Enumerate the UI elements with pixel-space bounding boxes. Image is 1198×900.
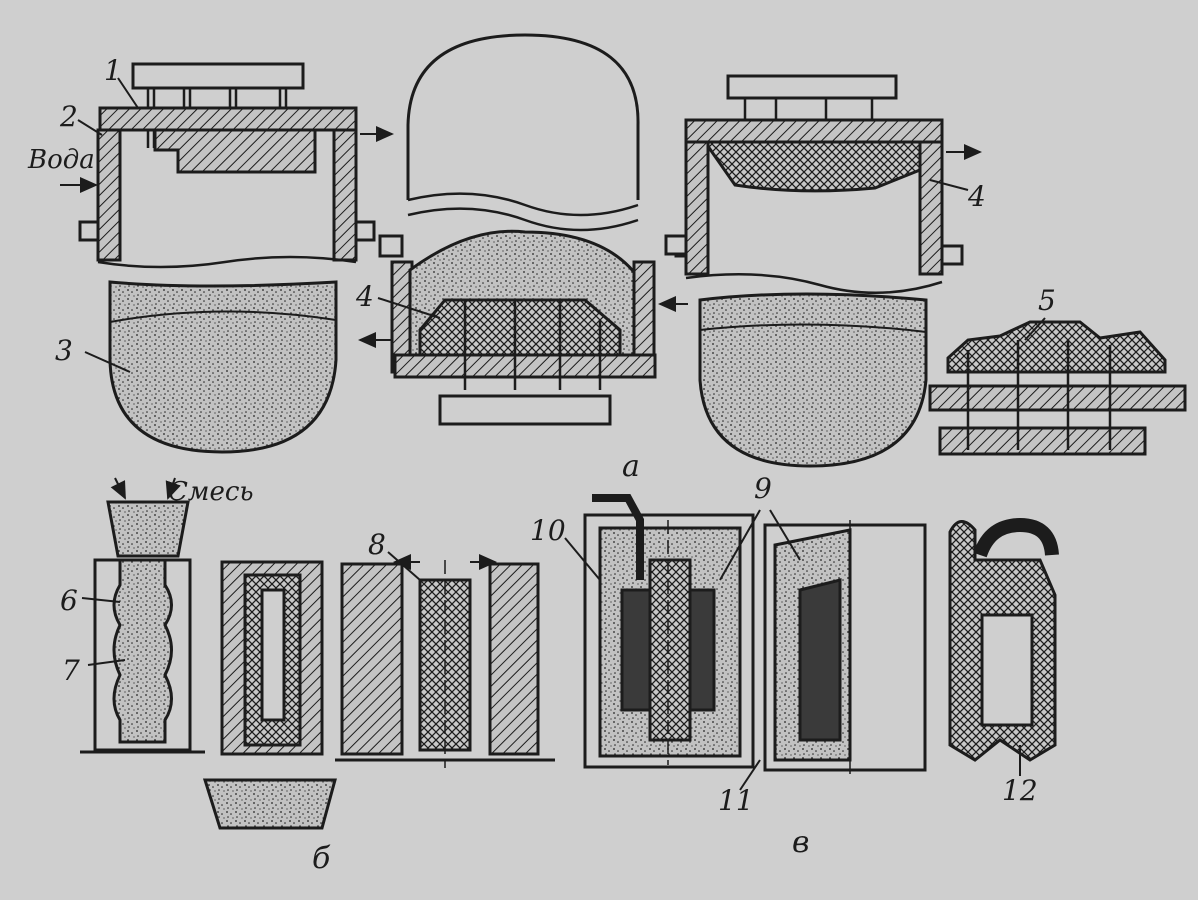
label-1: 1 <box>104 54 122 87</box>
pattern-plate <box>131 62 305 90</box>
label-7: 7 <box>62 654 80 687</box>
label-9: 9 <box>754 472 772 505</box>
box-wall-right <box>332 128 358 262</box>
label-12: 12 <box>1002 774 1038 807</box>
label-10: 10 <box>530 514 566 547</box>
dome-bunker <box>406 33 640 200</box>
label-mix: Смесь <box>168 477 254 507</box>
labels: 1 2 Вода 3 4 4 5 а Смесь 6 7 8 б 9 10 11… <box>27 54 1056 876</box>
label-4b: 4 <box>967 180 986 213</box>
box-wall-left <box>96 128 122 262</box>
pattern <box>153 128 317 174</box>
half-mold <box>702 140 922 193</box>
fig-a-stage1 <box>60 62 394 454</box>
sand-bunker <box>108 280 338 454</box>
label-3: 3 <box>55 334 73 367</box>
tray <box>202 778 337 830</box>
box-lid <box>98 106 358 132</box>
label-11: 11 <box>718 784 754 817</box>
pattern-4 <box>418 298 622 357</box>
label-water: Вода <box>27 145 95 175</box>
base-plate <box>393 353 657 379</box>
label-4a: 4 <box>355 280 374 313</box>
fig-v <box>583 494 1059 775</box>
label-sub-v: в <box>792 825 809 860</box>
leader-lines <box>77 77 1046 791</box>
label-2: 2 <box>59 100 78 133</box>
fig-a-stage2 <box>358 33 700 426</box>
hopper <box>106 500 190 558</box>
label-sub-b: б <box>312 841 331 876</box>
fig-a-stage4 <box>928 320 1187 456</box>
label-6: 6 <box>60 584 78 617</box>
label-5: 5 <box>1038 284 1056 317</box>
label-sub-a: а <box>622 449 640 484</box>
core-7 <box>112 558 173 744</box>
fig-a-stage3 <box>664 74 982 468</box>
label-8: 8 <box>368 528 386 561</box>
lifting-table <box>438 394 612 426</box>
fig-b <box>80 477 555 830</box>
mold-half-5 <box>946 320 1167 374</box>
